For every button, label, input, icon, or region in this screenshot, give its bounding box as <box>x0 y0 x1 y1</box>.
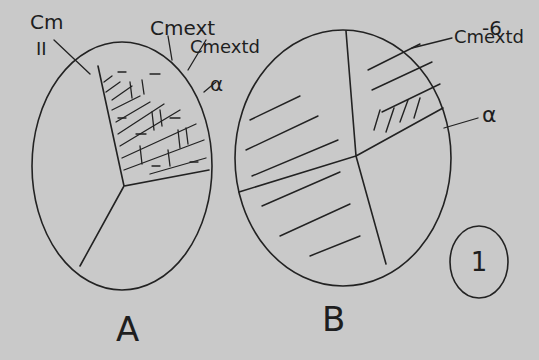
oval-b <box>235 30 451 286</box>
leader-lines <box>54 36 478 128</box>
node-text: 1 <box>448 224 510 300</box>
oval-a <box>32 42 212 290</box>
label: Cmext <box>150 18 215 38</box>
label: α <box>482 104 497 126</box>
label: Cmextd <box>454 28 524 46</box>
label: A <box>116 312 139 346</box>
sector-lines-b <box>239 31 443 264</box>
sector-lines-a <box>80 66 209 266</box>
hatching-a <box>104 72 206 174</box>
label: Cmextd <box>190 38 260 56</box>
label: II <box>36 40 47 58</box>
label: Cm <box>30 12 63 32</box>
hatching-b <box>246 44 440 256</box>
circled-number: 1 <box>448 224 510 300</box>
label: α <box>210 74 223 94</box>
label: B <box>322 302 345 336</box>
